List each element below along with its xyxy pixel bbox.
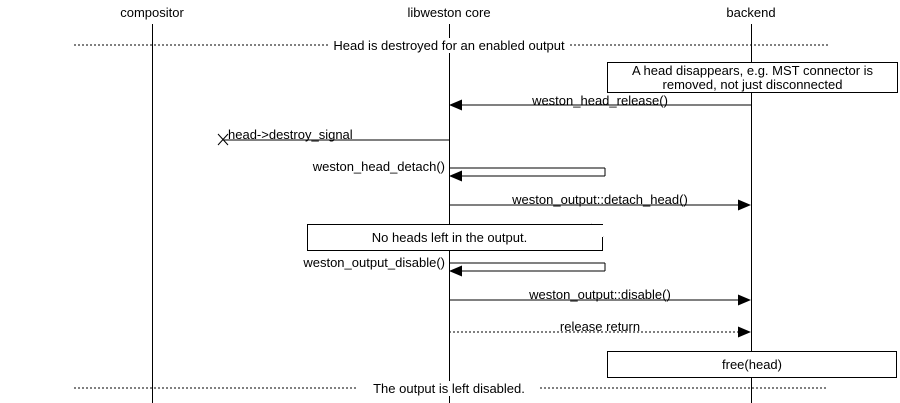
message-label-weston-output-disable-call: weston_output_disable() xyxy=(303,255,445,270)
arrow-weston-head-detach-self xyxy=(449,167,606,182)
lifeline-backend xyxy=(751,24,752,403)
message-label-head-destroy-signal: head->destroy_signal xyxy=(228,127,353,142)
note-free-head-text: free(head) xyxy=(722,356,782,372)
message-label-weston-output-detach-head: weston_output::detach_head() xyxy=(512,192,688,207)
note-head-disappears: A head disappears, e.g. MST connector is… xyxy=(607,62,898,93)
arrow-weston-output-disable-self xyxy=(449,262,606,277)
note-no-heads-left-text: No heads left in the output. xyxy=(371,229,528,245)
message-label-release-return: release return xyxy=(559,319,641,334)
note-head-disappears-line1: A head disappears, e.g. MST connector is xyxy=(631,62,874,78)
message-label-weston-head-detach: weston_head_detach() xyxy=(312,159,445,174)
divider-label-bottom: The output is left disabled. xyxy=(371,381,527,396)
note-no-heads-left: No heads left in the output. xyxy=(307,224,603,251)
participant-label-compositor: compositor xyxy=(120,5,184,20)
lifeline-libweston-core xyxy=(449,24,450,403)
message-label-weston-output-disable: weston_output::disable() xyxy=(529,287,671,302)
participant-label-libweston-core: libweston core xyxy=(407,5,491,20)
note-head-disappears-line2: removed, not just disconnected xyxy=(662,76,843,92)
divider-label-top: Head is destroyed for an enabled output xyxy=(331,38,567,53)
note-no-heads-left-right-edge xyxy=(602,237,603,251)
note-free-head: free(head) xyxy=(607,351,897,378)
message-label-weston-head-release: weston_head_release() xyxy=(532,93,668,108)
participant-label-backend: backend xyxy=(726,5,776,20)
lifeline-compositor xyxy=(152,24,153,403)
